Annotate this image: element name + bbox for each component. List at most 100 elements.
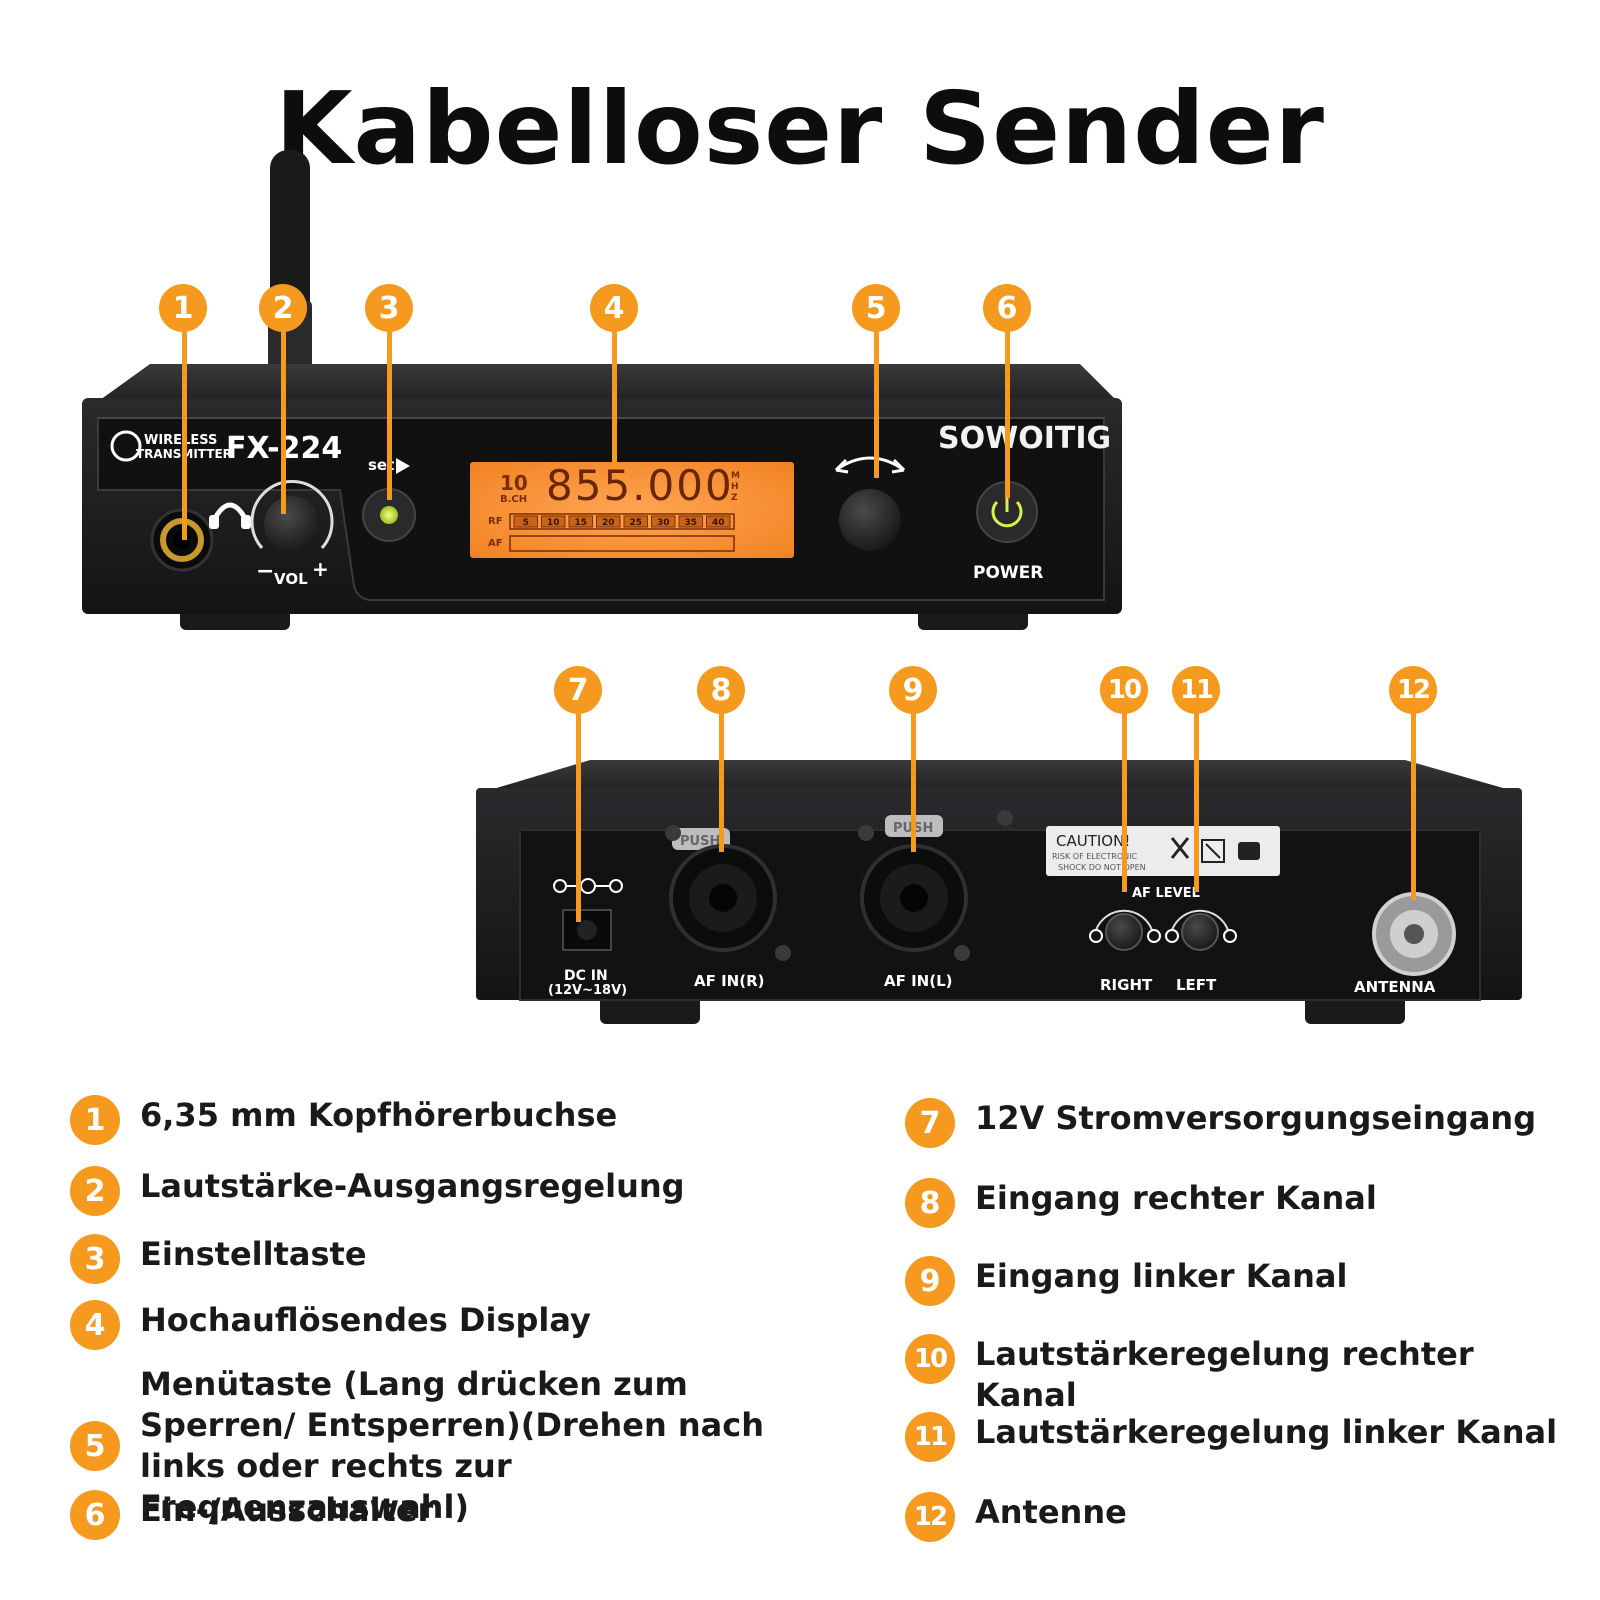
leader-line-7 bbox=[576, 700, 581, 922]
callout-badge-12: 12 bbox=[1389, 666, 1437, 714]
legend-text: Lautstärkeregelung linker Kanal bbox=[975, 1413, 1558, 1451]
lcd-af-label: AF bbox=[488, 538, 503, 549]
legend-text: 12V Stromversorgungseingang bbox=[975, 1099, 1537, 1137]
leader-line-3 bbox=[387, 318, 392, 500]
legend-badge: 8 bbox=[905, 1178, 955, 1228]
right-level-knob[interactable] bbox=[1105, 913, 1143, 951]
legend-badge: 2 bbox=[70, 1166, 120, 1216]
lcd-unit-m: M bbox=[731, 471, 740, 481]
leader-line-6 bbox=[1005, 318, 1010, 498]
legend-badge: 12 bbox=[905, 1492, 955, 1542]
back-foot-left bbox=[600, 994, 700, 1024]
callout-badge-1: 1 bbox=[159, 284, 207, 332]
legend-text: Lautstärke-Ausgangsregelung bbox=[140, 1167, 685, 1205]
power-icon bbox=[991, 500, 1023, 528]
caution-sticker bbox=[1046, 826, 1280, 876]
right-label: RIGHT bbox=[1100, 976, 1153, 994]
leader-line-4 bbox=[612, 318, 617, 468]
legend-badge: 6 bbox=[70, 1490, 120, 1540]
lcd-rf-tick-label: 20 bbox=[602, 518, 615, 528]
af-level-label: AF LEVEL bbox=[1132, 886, 1200, 901]
push-label-r: PUSH bbox=[680, 834, 720, 849]
legend-badge: 7 bbox=[905, 1098, 955, 1148]
legend-text: Hochauflösendes Display bbox=[140, 1301, 591, 1339]
callout-badge-3: 3 bbox=[365, 284, 413, 332]
vol-plus: + bbox=[312, 557, 329, 581]
vol-label: VOL bbox=[274, 570, 308, 588]
legend-badge: 1 bbox=[70, 1095, 120, 1145]
ear-logo-icon bbox=[110, 430, 142, 462]
legend-badge: 3 bbox=[70, 1234, 120, 1284]
tools-icon bbox=[1170, 837, 1190, 859]
leader-line-5 bbox=[874, 318, 879, 478]
callout-badge-2: 2 bbox=[259, 284, 307, 332]
vol-minus: − bbox=[256, 559, 274, 584]
legend-item-4: 4 Hochauflösendes Display bbox=[70, 1300, 810, 1350]
leader-line-11 bbox=[1194, 700, 1199, 892]
lcd-channel-number: 10 bbox=[500, 471, 528, 495]
caution-line1: RISK OF ELECTRONIC bbox=[1052, 852, 1137, 861]
lcd-unit-z: Z bbox=[731, 493, 738, 503]
legend-item-12: 12 Antenne bbox=[905, 1492, 1585, 1542]
legend-item-3: 3 Einstelltaste bbox=[70, 1234, 810, 1284]
legend-item-10: 10 Lautstärkeregelung rechter Kanal bbox=[905, 1334, 1585, 1416]
legend-text: Eingang rechter Kanal bbox=[975, 1179, 1377, 1217]
no-disassemble-icon bbox=[1201, 839, 1225, 863]
lcd-channel-label: B.CH bbox=[500, 494, 527, 505]
legend-item-8: 8 Eingang rechter Kanal bbox=[905, 1178, 1585, 1228]
legend-item-11: 11 Lautstärkeregelung linker Kanal bbox=[905, 1412, 1585, 1462]
lcd-rf-tick-label: 10 bbox=[547, 518, 560, 528]
left-level-knob[interactable] bbox=[1181, 913, 1219, 951]
legend-item-6: 6 Ein-/Ausschalter bbox=[70, 1490, 810, 1540]
legend-text: Einstelltaste bbox=[140, 1235, 367, 1273]
legend-text: Eingang linker Kanal bbox=[975, 1257, 1348, 1295]
lcd-rf-tick-label: 5 bbox=[523, 518, 529, 528]
lcd-display bbox=[470, 462, 794, 558]
legend-item-5: 5 Menütaste (Lang drücken zum Sperren/ E… bbox=[70, 1364, 850, 1528]
leader-line-1 bbox=[182, 318, 187, 540]
dc-in-label: DC IN bbox=[564, 968, 608, 984]
callout-badge-7: 7 bbox=[554, 666, 602, 714]
lcd-rf-label: RF bbox=[488, 516, 503, 527]
lcd-rf-cell bbox=[678, 515, 703, 528]
lcd-rf-tick-label: 25 bbox=[629, 518, 642, 528]
lcd-rf-cell bbox=[568, 515, 593, 528]
page-title: Kabelloser Sender bbox=[275, 70, 1325, 187]
legend-text: Lautstärkeregelung rechter Kanal bbox=[975, 1335, 1474, 1414]
left-label: LEFT bbox=[1176, 976, 1217, 994]
brand-name: SOWOITIG bbox=[938, 421, 1111, 456]
lcd-rf-tick-label: 15 bbox=[574, 518, 587, 528]
lcd-rf-cell bbox=[706, 515, 731, 528]
legend-badge: 5 bbox=[70, 1421, 120, 1471]
legend-badge: 9 bbox=[905, 1256, 955, 1306]
set-led-icon bbox=[380, 506, 398, 524]
callout-badge-8: 8 bbox=[697, 666, 745, 714]
callout-badge-11: 11 bbox=[1172, 666, 1220, 714]
legend-item-7: 7 12V Stromversorgungseingang bbox=[905, 1098, 1585, 1148]
legend-item-1: 1 6,35 mm Kopfhörerbuchse bbox=[70, 1095, 810, 1145]
volume-knob[interactable] bbox=[264, 496, 320, 552]
callout-badge-6: 6 bbox=[983, 284, 1031, 332]
legend-badge: 10 bbox=[905, 1334, 955, 1384]
lcd-rf-cell bbox=[541, 515, 566, 528]
legend-item-2: 2 Lautstärke-Ausgangsregelung bbox=[70, 1166, 810, 1216]
callout-badge-5: 5 bbox=[852, 284, 900, 332]
legend-badge: 4 bbox=[70, 1300, 120, 1350]
leader-line-10 bbox=[1122, 700, 1127, 892]
legend-text: Menütaste (Lang drücken zum Sperren/ Ent… bbox=[140, 1365, 764, 1526]
af-in-left-label: AF IN(L) bbox=[884, 972, 952, 990]
legend-text: Ein-/Ausschalter bbox=[140, 1491, 434, 1529]
legend-text: 6,35 mm Kopfhörerbuchse bbox=[140, 1096, 618, 1134]
rotate-arrows-icon bbox=[835, 456, 905, 472]
dc-in-range: (12V~18V) bbox=[548, 983, 627, 998]
lcd-rf-cell bbox=[651, 515, 676, 528]
compliance-icon bbox=[1238, 842, 1260, 860]
leader-line-2 bbox=[281, 318, 286, 514]
menu-knob[interactable] bbox=[839, 489, 901, 551]
legend-badge: 11 bbox=[905, 1412, 955, 1462]
lcd-rf-tick-label: 30 bbox=[657, 518, 670, 528]
lcd-frequency: 855.000 bbox=[546, 461, 734, 510]
leader-line-9 bbox=[911, 700, 916, 852]
